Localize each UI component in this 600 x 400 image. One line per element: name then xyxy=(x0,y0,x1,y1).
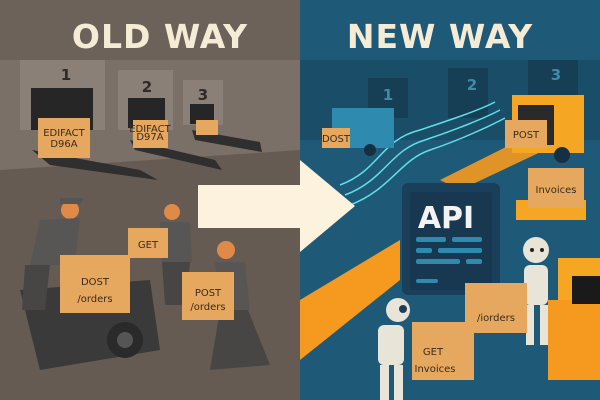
box-dost-orders: DOST /orders xyxy=(60,255,130,313)
box-get: GET xyxy=(128,228,168,258)
dock-door-3: 3 xyxy=(183,80,223,125)
forklift-invoices: Invoices xyxy=(516,168,586,220)
svg-text:Invoices: Invoices xyxy=(415,364,456,375)
dock-number-3: 3 xyxy=(198,86,208,104)
arrow-right-icon xyxy=(198,160,355,252)
svg-text:GET: GET xyxy=(423,347,444,358)
box-orders: /iorders xyxy=(465,283,527,333)
conveyor-belt-3 xyxy=(192,130,262,152)
box-edifact-d97a: EDIFACT D97A xyxy=(129,120,172,148)
svg-text:DOST: DOST xyxy=(322,134,351,145)
box-edifact-d96a: EDIFACT D96A xyxy=(38,118,90,158)
dock-number-1-new: 1 xyxy=(383,86,393,104)
svg-text:Invoices: Invoices xyxy=(536,185,577,196)
svg-text:POST: POST xyxy=(195,288,222,299)
dock-door-2-new: 2 xyxy=(448,68,488,118)
worker-1 xyxy=(22,198,84,310)
orange-vehicle xyxy=(548,258,600,380)
cyan-data-stream xyxy=(339,101,506,206)
dock-number-3-new: 3 xyxy=(551,66,561,84)
dock-number-1: 1 xyxy=(61,66,71,84)
orange-stream-bottom xyxy=(300,240,400,360)
box-get-invoices: GET Invoices xyxy=(412,322,474,380)
api-label: API xyxy=(418,201,474,236)
svg-text:GET: GET xyxy=(138,240,159,251)
svg-text:/orders: /orders xyxy=(77,294,112,305)
svg-text:DOST: DOST xyxy=(81,277,110,288)
box-post-orders: POST /orders xyxy=(182,272,234,320)
svg-text:/iorders: /iorders xyxy=(477,313,515,324)
svg-text:D96A: D96A xyxy=(50,139,77,150)
dock-number-2: 2 xyxy=(142,78,152,96)
small-box xyxy=(196,120,218,135)
api-panel: API xyxy=(402,183,500,295)
dock-number-2-new: 2 xyxy=(467,76,477,94)
robot-1 xyxy=(523,237,549,345)
svg-text:POST: POST xyxy=(513,130,540,141)
new-way-title: NEW WAY xyxy=(347,17,533,56)
svg-text:EDIFACT: EDIFACT xyxy=(43,128,85,139)
old-way-panel: 1 2 3 EDIFACT D96A EDIFACT D97A xyxy=(0,0,300,400)
svg-text:EDIFACT: EDIFACT xyxy=(129,124,171,135)
svg-text:D97A: D97A xyxy=(136,132,163,143)
blue-van: DOST xyxy=(322,108,394,156)
new-way-panel: 1 2 3 DOST POST xyxy=(300,0,600,400)
old-way-title: OLD WAY xyxy=(72,17,248,56)
robot-2 xyxy=(378,298,410,400)
svg-text:/orders: /orders xyxy=(190,302,225,313)
orange-truck: POST xyxy=(505,95,584,163)
